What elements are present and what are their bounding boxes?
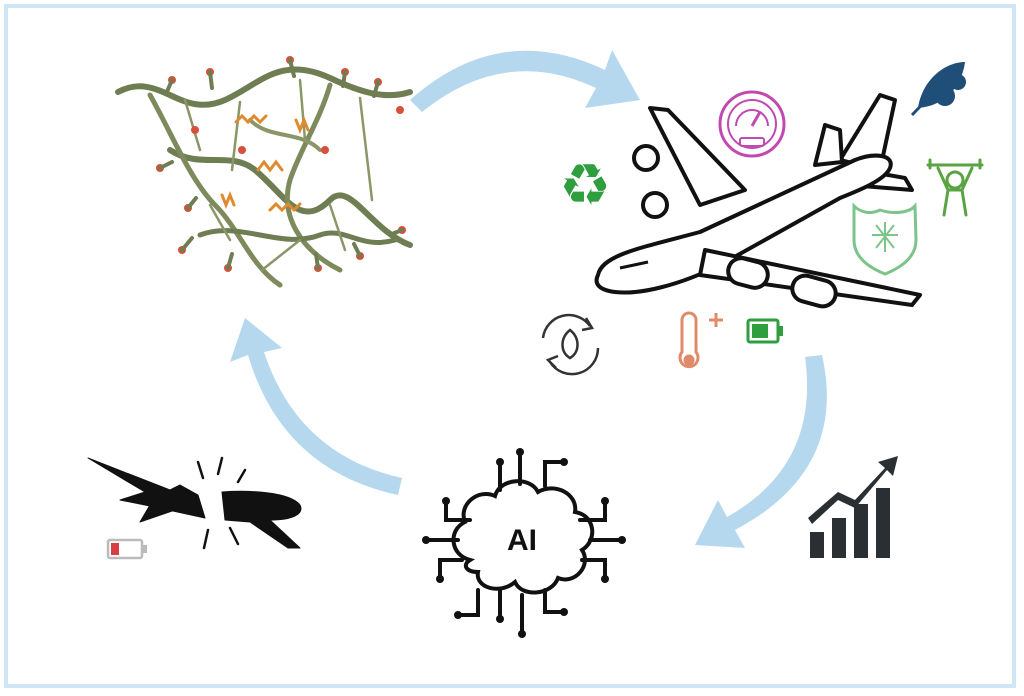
airplane-icon [594, 93, 922, 309]
cycle-arrows [230, 50, 827, 548]
ai-brain-icon [422, 448, 626, 638]
recycle-icon: ♻ [559, 151, 611, 219]
svg-text:♻: ♻ [559, 151, 611, 219]
low-battery-icon [106, 538, 147, 560]
strength-icon [926, 158, 984, 217]
growth-chart-icon [808, 456, 898, 558]
self-healing-icon [541, 313, 600, 376]
pressure-gauge-icon [718, 90, 786, 158]
ai-label: AI [507, 524, 537, 557]
full-battery-icon [746, 318, 783, 344]
cycle-arrow-left [230, 318, 402, 495]
heat-resistance-icon [678, 311, 723, 369]
cycle-arrow-top [410, 50, 640, 112]
cycle-arrow-right [695, 355, 827, 548]
broken-airplane-icon [87, 456, 302, 550]
protection-shield-icon [852, 202, 918, 276]
polymer-network-icon [115, 56, 413, 288]
bio-leaf-icon [910, 62, 966, 117]
